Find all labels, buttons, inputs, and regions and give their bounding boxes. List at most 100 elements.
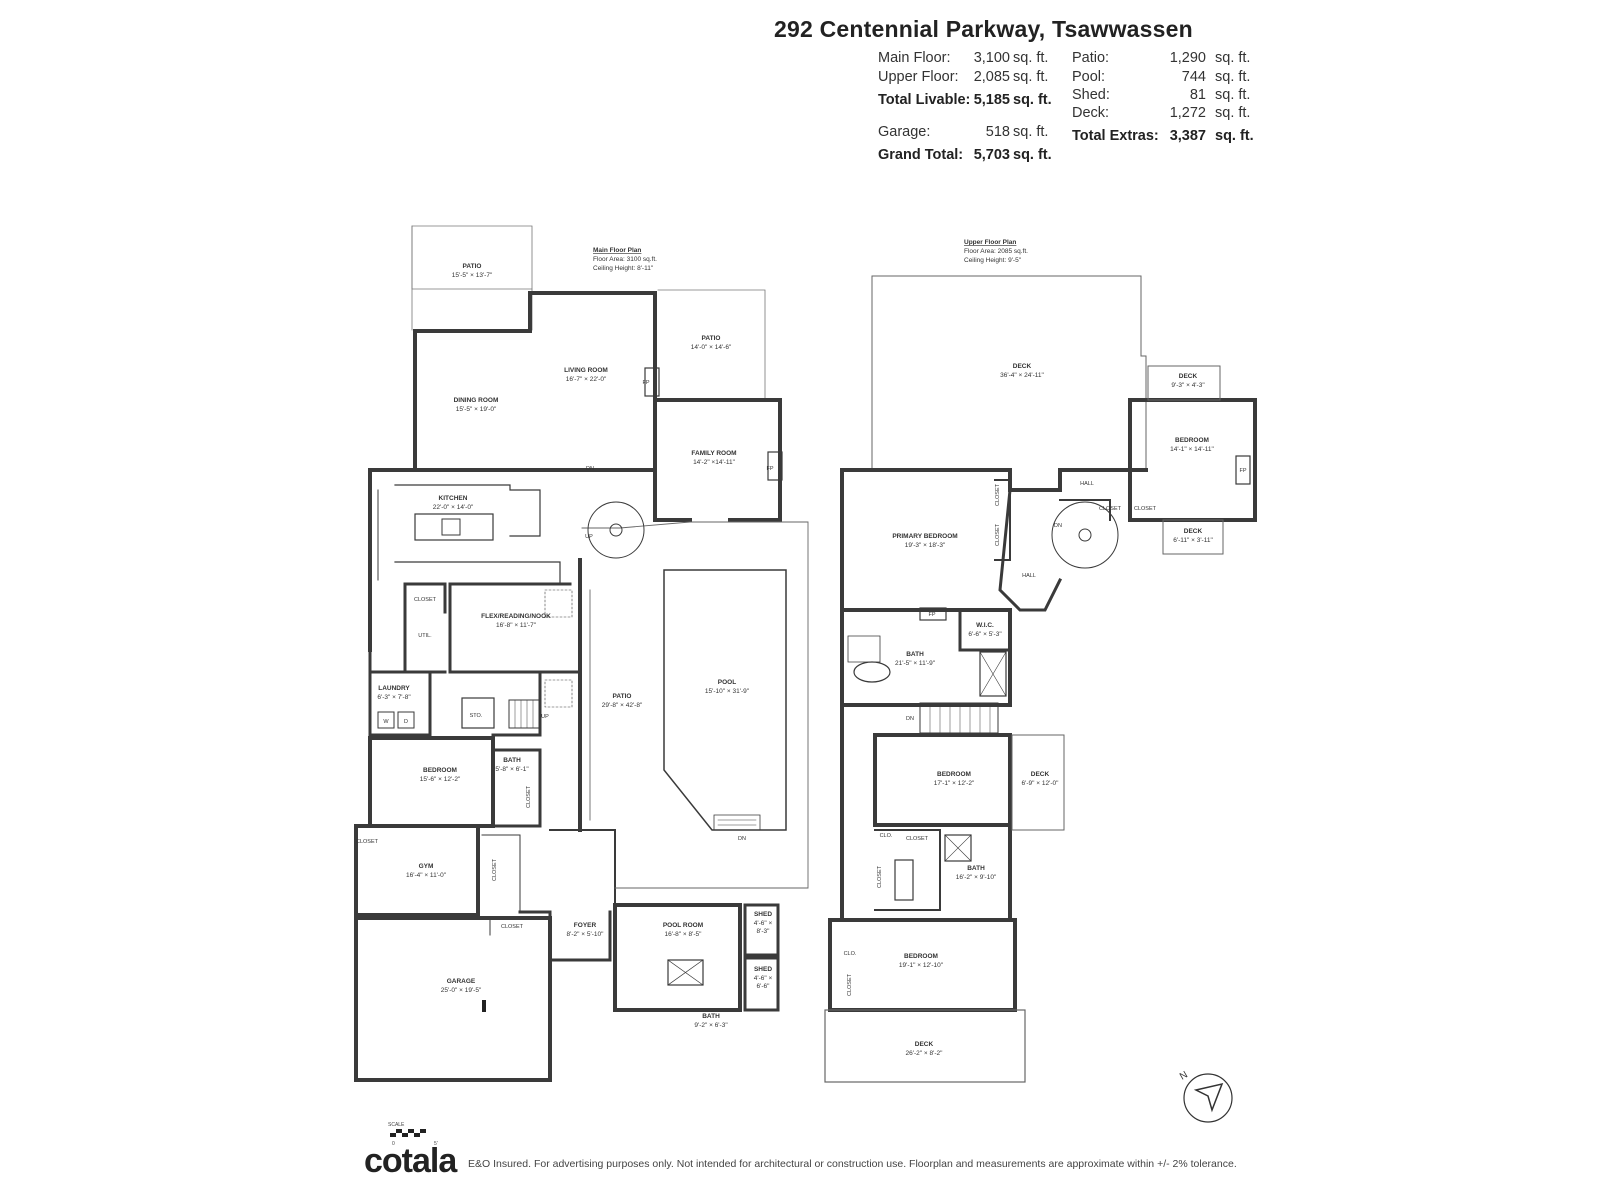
main-floor-room-name: SHED [754, 966, 772, 973]
upper-floor-room-name: BEDROOM [1175, 437, 1209, 444]
main-floor-room-dimensions: 8'-2" × 5'-10" [567, 931, 605, 938]
plan-small-label-dn: DN [906, 716, 914, 722]
area-summary-livable-row-unit: sq. ft. [1013, 50, 1049, 66]
main-floor-room-dimensions: 16'-7" × 22'-0" [566, 376, 607, 383]
area-summary-livable-row-value: 5,703 [973, 147, 1010, 163]
area-summary-livable-row-unit: sq. ft. [1013, 92, 1052, 108]
upper-floor-plan-title: Upper Floor Plan [964, 239, 1016, 246]
scale-label: SCALE [388, 1122, 405, 1128]
upper-floor-room-dimensions: 6'-11" × 3'-11" [1173, 537, 1213, 544]
area-summary-extras-row-label: Patio: [1072, 50, 1110, 66]
area-summary-extras-row-label: Deck: [1072, 105, 1110, 121]
main-floor-room-dimensions: 4'-6" × [754, 975, 773, 982]
plan-small-label-closet: CLOSET [526, 785, 532, 808]
plan-small-label-hall: HALL [1022, 573, 1036, 579]
main-floor-room-name: PATIO [613, 693, 632, 700]
main-floor-room-dimensions: 14'-2" ×14'-11" [693, 459, 736, 466]
main-floor-room-name: BATH [702, 1013, 720, 1020]
brand-logo: cotala [364, 1142, 457, 1180]
area-summary-extras-row-unit: sq. ft. [1215, 128, 1254, 144]
area-summary-livable-row-unit: sq. ft. [1013, 69, 1049, 85]
area-summary-extras-row-unit: sq. ft. [1215, 50, 1251, 66]
plan-small-label-dn: DN [1054, 523, 1062, 529]
plan-small-label-closet: CLOSET [847, 973, 853, 996]
plan-small-label-closet: CLOSET [414, 597, 437, 603]
main-floor-room-name: BATH [503, 757, 521, 764]
upper-floor-room-dimensions: 36'-4" × 24'-11" [1000, 372, 1044, 379]
plan-small-label-fp: FP [1239, 468, 1246, 474]
area-summary-livable-row-label: Total Livable: [878, 92, 971, 108]
area-summary-livable-row-value: 518 [985, 124, 1010, 140]
main-floor-plan-area: Floor Area: 3100 sq.ft. [593, 256, 657, 263]
upper-floor-room-dimensions: 26'-2" × 8'-2" [906, 1050, 944, 1057]
main-floor-room-dimensions: 25'-0" × 19'-5" [441, 987, 482, 994]
upper-floor-room-name: BEDROOM [937, 771, 971, 778]
upper-floor-room-name: DECK [1184, 528, 1203, 535]
plan-small-label-closet: CLOSET [492, 858, 498, 881]
area-summary-livable-row-label: Grand Total: [878, 147, 964, 163]
main-floor-room-dimensions: 6'-3" × 7'-8" [377, 694, 411, 701]
plan-small-label-dn: DN [586, 466, 594, 472]
area-summary-extras-row-value: 3,387 [1169, 128, 1206, 144]
upper-floor-room-dimensions: 9'-3" × 4'-3" [1171, 382, 1205, 389]
upper-floor-room-dimensions: 6'-6" × 5'-3" [968, 631, 1002, 638]
upper-floor-room-dimensions: 14'-1" × 14'-11" [1170, 446, 1214, 453]
main-floor-room-dimensions: 6'-6" [757, 983, 771, 990]
plan-small-label-hall: HALL [1080, 481, 1094, 487]
upper-floor-room-dimensions: 19'-1" × 12'-10" [899, 962, 944, 969]
upper-floor-room-dimensions: 17'-1" × 12'-2" [934, 780, 975, 787]
area-summary-livable-row-label: Main Floor: [878, 50, 951, 66]
plan-small-label-closet: CLOSET [995, 523, 1001, 546]
area-summary-extras-row-value: 81 [1189, 87, 1206, 103]
plan-small-label-closet: CLOSET [1134, 506, 1157, 512]
area-summary-extras-row-unit: sq. ft. [1215, 87, 1251, 103]
plan-small-label-closet: CLOSET [877, 865, 883, 888]
upper-floor-room-name: BEDROOM [904, 953, 938, 960]
plan-small-label-dryer: D [404, 719, 408, 725]
main-floor-room-name: LAUNDRY [378, 685, 410, 692]
area-summary-livable-row-label: Garage: [878, 124, 931, 140]
area-summary-extras-row-value: 1,290 [1169, 50, 1206, 66]
plan-small-label-clo: CLO. [844, 951, 857, 957]
main-floor-room-name: FAMILY ROOM [691, 450, 736, 457]
upper-floor-room-name: BATH [967, 865, 985, 872]
plan-small-label-dn: DN [738, 836, 746, 842]
main-floor-room-name: KITCHEN [439, 495, 468, 502]
plan-small-label-up: UP [585, 534, 593, 540]
plan-small-label-fp: FP [928, 612, 935, 618]
main-floor-room-dimensions: 5'-8" × 6'-1" [495, 766, 529, 773]
main-floor-room-name: FOYER [574, 922, 597, 929]
plan-small-label-closet: CLOSET [995, 483, 1001, 506]
upper-floor-room-dimensions: 16'-2" × 9'-10" [956, 874, 997, 881]
plan-small-label-washer: W [383, 719, 389, 725]
plan-small-label-fp: FP [766, 466, 773, 472]
compass-north-label: N [1178, 1069, 1190, 1082]
area-summary-livable-row-unit: sq. ft. [1013, 124, 1049, 140]
plan-small-label-closet: CLOSET [356, 839, 379, 845]
upper-floor-room-name: DECK [1013, 363, 1032, 370]
upper-floor-room-name: PRIMARY BEDROOM [892, 533, 957, 540]
plan-small-label-sto: STO. [470, 713, 483, 719]
main-floor-room-name: PATIO [463, 263, 482, 270]
main-floor-plan-title: Main Floor Plan [593, 247, 641, 254]
area-summary-extras-row-unit: sq. ft. [1215, 105, 1251, 121]
main-floor-room-dimensions: 15'-5" × 19'-0" [456, 406, 497, 413]
main-floor-room-dimensions: 15'-10" × 31'-9" [705, 688, 750, 695]
disclaimer-text: E&O Insured. For advertising purposes on… [468, 1158, 1237, 1170]
main-floor-room-name: PATIO [702, 335, 721, 342]
main-floor-room-name: DINING ROOM [454, 397, 499, 404]
area-summary-livable-row-value: 5,185 [973, 92, 1010, 108]
main-floor-room-dimensions: 16'-4" × 11'-0" [406, 872, 447, 879]
main-floor-room-dimensions: 15'-6" × 12'-2" [420, 776, 461, 783]
main-floor-room-name: GYM [419, 863, 434, 870]
main-floor-room-name: POOL ROOM [663, 922, 703, 929]
upper-floor-room-name: DECK [1031, 771, 1050, 778]
plan-small-label-closet: CLOSET [1099, 506, 1122, 512]
upper-floor-plan-ceiling: Ceiling Height: 9'-5" [964, 257, 1022, 264]
compass-circle [1183, 1073, 1233, 1123]
main-floor-room-dimensions: 29'-8" × 42'-8" [602, 702, 643, 709]
main-floor-room-dimensions: 14'-0" × 14'-6" [691, 344, 732, 351]
main-floor-room-dimensions: 22'-0" × 14'-0" [433, 504, 474, 511]
upper-floor-plan-area: Floor Area: 2085 sq.ft. [964, 248, 1028, 255]
